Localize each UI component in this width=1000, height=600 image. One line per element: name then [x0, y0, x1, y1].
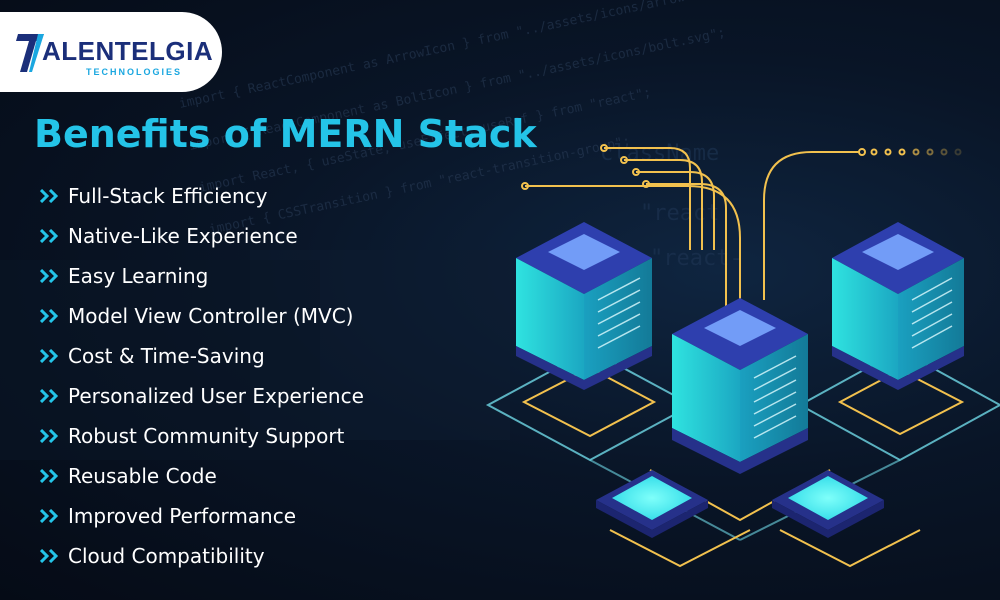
benefit-label: Cost & Time-Saving [68, 344, 265, 368]
server-cubes-network-illustration [485, 144, 1000, 568]
double-chevron-right-icon [40, 229, 59, 243]
benefit-label: Full-Stack Efficiency [68, 184, 268, 208]
benefit-item: Cost & Time-Saving [40, 336, 364, 376]
benefit-item: Reusable Code [40, 456, 364, 496]
svg-text:"react-: "react- [650, 246, 743, 271]
double-chevron-right-icon [40, 269, 59, 283]
device-pad-left [596, 470, 708, 538]
server-cube-right [832, 222, 964, 390]
benefit-label: Reusable Code [68, 464, 217, 488]
talentelgia-t-logo-icon [16, 34, 44, 72]
svg-text:"react: "react [640, 201, 719, 226]
benefit-item: Cloud Compatibility [40, 536, 364, 576]
benefit-item: Native-Like Experience [40, 216, 364, 256]
server-cube-center [672, 298, 808, 474]
benefit-item: Model View Controller (MVC) [40, 296, 364, 336]
double-chevron-right-icon [40, 189, 59, 203]
benefit-label: Personalized User Experience [68, 384, 364, 408]
benefit-label: Native-Like Experience [68, 224, 298, 248]
double-chevron-right-icon [40, 309, 59, 323]
company-logo: ALENTELGIA TECHNOLOGIES [0, 12, 222, 92]
double-chevron-right-icon [40, 349, 59, 363]
logo-wordmark: ALENTELGIA [42, 36, 214, 66]
benefits-list: Full-Stack Efficiency Native-Like Experi… [40, 176, 364, 576]
device-pad-right [772, 470, 884, 538]
benefit-label: Improved Performance [68, 504, 297, 528]
benefit-item: Easy Learning [40, 256, 364, 296]
double-chevron-right-icon [40, 469, 59, 483]
benefit-label: Cloud Compatibility [68, 544, 265, 568]
benefit-item: Robust Community Support [40, 416, 364, 456]
svg-text:className: className [600, 141, 719, 166]
page-title: Benefits of MERN Stack [34, 112, 537, 156]
logo-tagline: TECHNOLOGIES [86, 67, 183, 77]
double-chevron-right-icon [40, 389, 59, 403]
benefit-label: Model View Controller (MVC) [68, 304, 354, 328]
circuit-lines [525, 147, 860, 320]
double-chevron-right-icon [40, 509, 59, 523]
benefit-item: Improved Performance [40, 496, 364, 536]
benefit-label: Robust Community Support [68, 424, 345, 448]
double-chevron-right-icon [40, 549, 59, 563]
double-chevron-right-icon [40, 429, 59, 443]
circuit-nodes [521, 144, 962, 190]
server-cube-left [516, 222, 652, 390]
benefit-item: Full-Stack Efficiency [40, 176, 364, 216]
benefit-label: Easy Learning [68, 264, 209, 288]
benefit-item: Personalized User Experience [40, 376, 364, 416]
